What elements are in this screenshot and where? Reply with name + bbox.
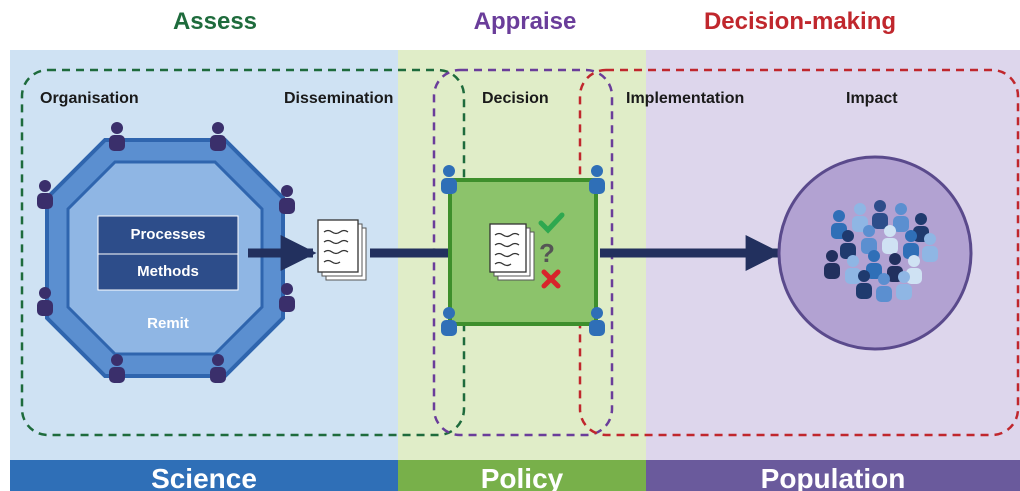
person-icon: [37, 287, 53, 316]
stage-impact: Impact: [846, 90, 898, 107]
checkmark-icon: [538, 212, 565, 234]
processes-label: Processes: [130, 226, 206, 243]
stage-organisation: Organisation: [40, 90, 139, 107]
methods-box: [97, 253, 239, 291]
document-icon: [489, 223, 535, 281]
person-icon: [589, 307, 605, 336]
person-icon: [589, 165, 605, 194]
band-science: Science: [10, 460, 398, 491]
band-population: Population: [646, 460, 1020, 491]
person-icon: [109, 122, 125, 151]
person-icon: [210, 354, 226, 383]
methods-label: Methods: [137, 263, 199, 280]
person-icon: [37, 180, 53, 209]
band-policy: Policy: [398, 460, 646, 491]
person-icon: [279, 283, 295, 312]
cross-icon: [541, 269, 561, 289]
processes-box: [97, 215, 239, 255]
person-icon: [109, 354, 125, 383]
stage-implementation: Implementation: [626, 90, 745, 107]
person-icon: [441, 307, 457, 336]
person-icon: [279, 185, 295, 214]
document-icon: [317, 219, 367, 281]
stage-decision: Decision: [482, 90, 549, 107]
stage-dissemination: Dissemination: [284, 90, 394, 107]
phase-assess: Assess: [172, 8, 258, 35]
person-icon: [210, 122, 226, 151]
phase-appraise: Appraise: [473, 8, 577, 35]
person-icon: [441, 165, 457, 194]
question-mark-icon: ?: [539, 238, 555, 268]
phase-decision-making: Decision-making: [703, 8, 897, 35]
remit-label: Remit: [147, 315, 189, 332]
